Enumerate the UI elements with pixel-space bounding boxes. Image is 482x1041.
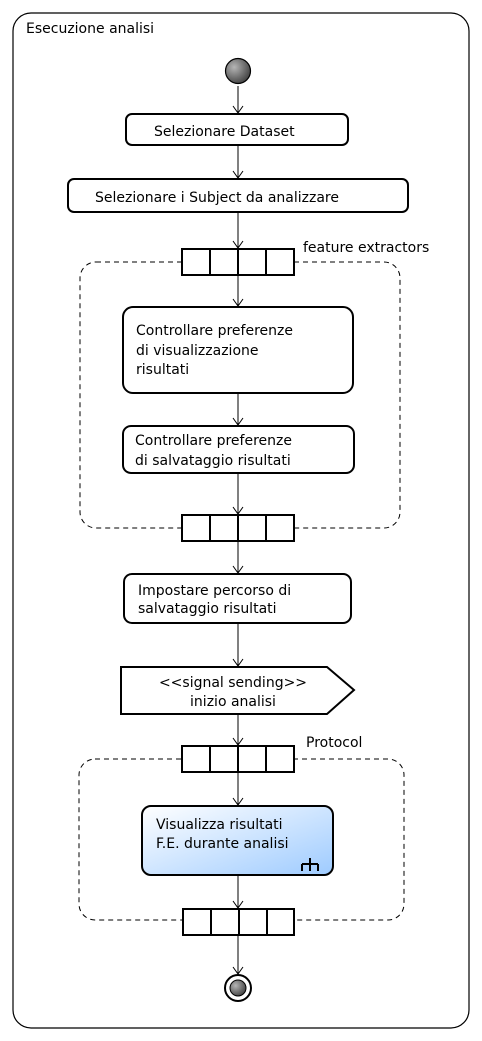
expansion-node-output-1	[181, 514, 295, 542]
expansion-node-input-1	[181, 248, 295, 276]
rake-icon	[301, 858, 319, 871]
action-check-display-prefs-line2: di visualizzazione	[136, 343, 259, 359]
action-select-dataset	[125, 113, 349, 146]
action-check-save-prefs-line1: Controllare preferenze	[135, 433, 292, 449]
action-set-save-path-line2: salvataggio risultati	[138, 601, 277, 617]
action-select-dataset-text: Selezionare Dataset	[154, 124, 295, 140]
initial-node	[224, 57, 252, 85]
action-select-subjects	[67, 178, 409, 213]
expansion-node-input-2	[181, 745, 295, 773]
action-check-display-prefs-line3: risultati	[136, 362, 189, 378]
action-check-save-prefs-line2: di salvataggio risultati	[135, 453, 291, 469]
action-select-subjects-text: Selezionare i Subject da analizzare	[95, 190, 339, 206]
region-label-feature-extractors: feature extractors	[303, 240, 429, 256]
call-action-line2: F.E. durante analisi	[156, 836, 289, 852]
region-label-protocol: Protocol	[306, 735, 362, 751]
call-action-line1: Visualizza risultati	[156, 817, 283, 833]
action-set-save-path	[123, 573, 352, 624]
action-set-save-path-line1: Impostare percorso di	[138, 583, 291, 599]
call-action-show-results	[141, 805, 334, 876]
action-check-display-prefs	[122, 306, 354, 394]
activity-title: Esecuzione analisi	[26, 21, 154, 37]
action-check-display-prefs-line1: Controllare preferenze	[136, 323, 293, 339]
final-node	[224, 974, 252, 1002]
send-signal-line1: <<signal sending>>	[159, 675, 307, 691]
action-check-save-prefs	[122, 425, 355, 474]
send-signal-line2: inizio analisi	[190, 694, 276, 710]
send-signal-action	[120, 666, 356, 715]
expansion-node-output-2	[182, 908, 295, 936]
